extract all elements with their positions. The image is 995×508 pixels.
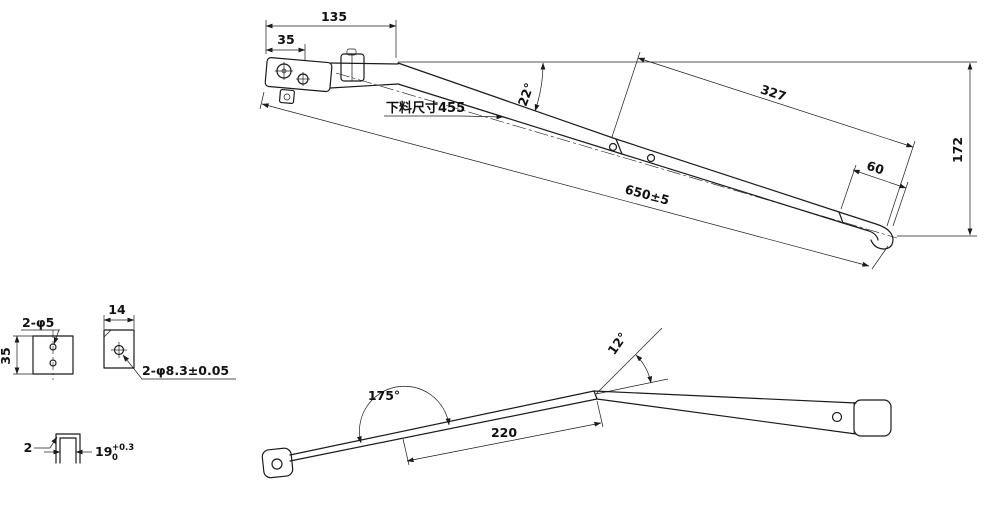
angle-reference-line [595,378,669,395]
holes-2xd83-label: 2-φ8.3±0.05 [142,363,229,378]
arm-connector [329,48,399,89]
pivot-tab-hole [283,93,291,101]
side-hook-end [261,447,294,479]
angle-reference-line [595,327,663,395]
hook-end-hole [271,458,283,470]
dim-14-label: 14 [108,302,126,317]
pivot-tab [278,88,295,105]
dim-172-label: 172 [950,137,965,163]
detail-part-b: 14 2-φ8.3±0.05 [103,302,236,380]
detail-part-c: 2 19 +0.3 0 [24,433,134,464]
part-c-outer-channel [55,433,81,464]
leader-line [122,354,236,380]
side-head-top-edge [593,390,857,404]
dim-35: 35 [265,32,306,60]
extension-line [611,51,641,138]
dim-650: 650±5 [259,91,889,270]
part-c-inner-channel [59,437,77,464]
angle-12-dim: 12° [595,327,669,395]
top-view: 135 35 下料尺寸455 22° 327 [259,9,977,270]
side-view: 175° 12° 220 [261,327,892,479]
dim-19-tolerance-lower: 0 [112,453,118,463]
clamp-block [340,53,365,82]
detail-part-a: 2-φ5 35 [0,315,74,380]
extension-line [871,245,889,270]
dim-172: 172 [897,62,977,237]
leader-line [53,329,60,345]
part-a-hole-1 [49,343,57,351]
extension-line [886,140,916,227]
dimension-line [261,103,870,267]
hook-outline-inner [842,222,879,241]
part-b-chamfer [103,329,112,338]
dim-2-label: 2 [24,440,33,455]
dim-35-detail-label: 35 [0,347,13,364]
holes-2xd5-label: 2-φ5 [22,315,54,330]
connector-bottom-edge [329,83,399,89]
arm-hole-1 [608,142,618,152]
dim-220: 220 [402,400,604,466]
angle-arc [635,354,653,384]
angle-175-dim: 175° [356,385,451,444]
angle-22-label: 22° [515,81,537,108]
dimension-line [637,57,914,148]
dim-19-label: 19 [95,444,112,459]
part-a-hole-2 [49,359,57,367]
leader-line [34,436,58,449]
pivot-head-body [264,57,333,93]
extension-line [596,400,604,428]
blank-size-callout: 下料尺寸455 [384,100,504,120]
side-head [593,390,892,437]
dimension-line [406,421,602,463]
leader-line [460,114,504,120]
pivot-head [264,57,333,105]
angle-arc [356,385,451,444]
dim-327-label: 327 [759,82,788,104]
dim-19-tolerance-upper: +0.3 [112,443,134,453]
side-bend-joint [593,390,598,400]
hook-outline-outer [838,211,894,250]
extension-line [892,181,909,227]
side-arm-top-edge [289,390,595,456]
arm-bottom-edge-1 [397,83,623,155]
extension-line [840,164,857,210]
hook-end-body [261,447,294,479]
angle-22-dim: 22° [398,61,977,112]
dim-135-label: 135 [321,9,347,24]
clamp-nub [346,48,357,56]
dim-60-label: 60 [865,158,886,178]
dim-35-label: 35 [277,32,294,47]
dim-220-label: 220 [491,425,517,440]
arm-hole-2 [646,153,656,163]
angle-12-label: 12° [604,329,630,357]
extension-line [259,91,265,110]
side-head-bottom-edge [596,398,857,435]
side-arm [289,390,598,462]
side-head-hole [831,411,843,423]
blank-size-label: 下料尺寸455 [386,100,465,116]
dim-650-label: 650±5 [623,182,671,208]
part-b-outline [103,329,135,369]
side-head-cap [853,399,892,437]
arm-body [335,62,898,250]
detail-views: 2-φ5 35 14 2-φ8.3±0.05 2 [0,302,236,464]
angle-175-label: 175° [368,388,400,403]
